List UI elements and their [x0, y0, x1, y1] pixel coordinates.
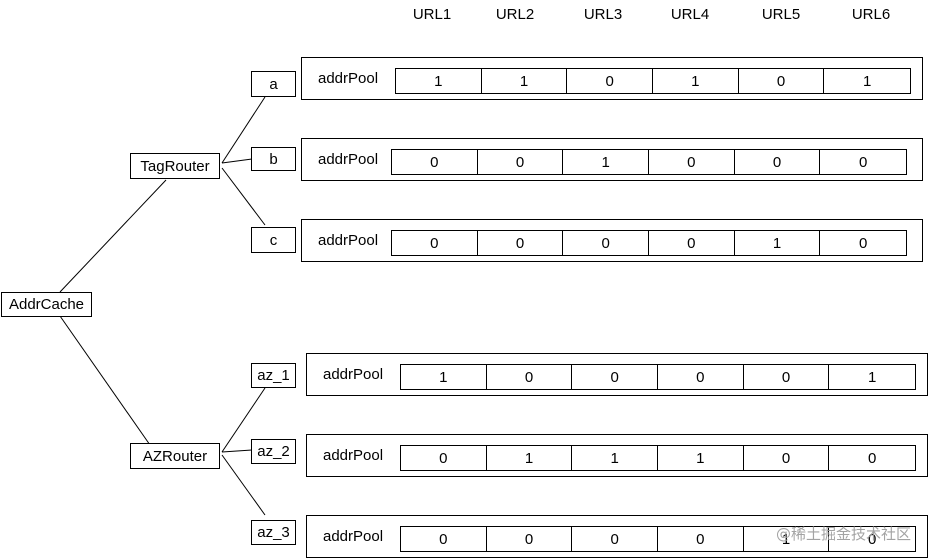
leaf-node-c: c	[251, 227, 296, 253]
pool-cell: 0	[744, 446, 830, 470]
pool-label: addrPool	[318, 151, 379, 168]
pool-cells: 0 0 0 0 1 0	[400, 526, 916, 552]
tagrouter-node: TagRouter	[130, 153, 220, 179]
pool-cell: 0	[572, 527, 659, 551]
leaf-node-az1: az_1	[251, 363, 296, 388]
leaf-node-az3: az_3	[251, 520, 296, 545]
pool-cell: 0	[739, 69, 825, 93]
connector-tag-a	[221, 96, 266, 164]
pool-cell: 0	[859, 153, 868, 171]
connector-az-1	[221, 387, 266, 453]
watermark: @稀土掘金技术社区	[775, 525, 911, 543]
pool-label: addrPool	[318, 70, 379, 87]
pool-cell: 1	[744, 527, 830, 551]
pool-cell: 1	[563, 150, 650, 174]
pool-cell: 0	[859, 234, 868, 252]
pool-cell: 0	[658, 527, 744, 551]
azrouter-node: AZRouter	[130, 443, 220, 469]
addrpool-row-a: addrPool 1 1 0 1 0 1	[301, 57, 923, 100]
pool-cell: 0	[392, 231, 478, 255]
pool-cell: 0	[658, 365, 744, 389]
connector-tag-b	[221, 158, 253, 164]
pool-cell: 1	[658, 446, 744, 470]
pool-cell: 0	[868, 530, 877, 548]
addrpool-row-az2: addrPool 0 1 1 1 0 0	[306, 434, 928, 477]
leaf-node-b: b	[251, 147, 296, 171]
pool-cells: 0 0 0 0 1 0	[391, 230, 907, 256]
pool-cell: 0	[478, 150, 564, 174]
connector-root-azrouter	[59, 315, 151, 446]
pool-label: addrPool	[323, 528, 384, 545]
root-node: AddrCache	[1, 292, 92, 317]
pool-cells: 1 1 0 1 0 1	[395, 68, 911, 94]
addrpool-row-c: addrPool 0 0 0 0 1 0	[301, 219, 923, 262]
pool-cell: 0	[567, 69, 654, 93]
pool-cell: 0	[868, 449, 877, 467]
pool-cell: 0	[649, 231, 735, 255]
pool-cell: 0	[487, 365, 573, 389]
header-url3: URL3	[583, 6, 623, 23]
pool-cell: 1	[863, 72, 872, 90]
pool-cell: 0	[649, 150, 735, 174]
pool-cell: 0	[401, 527, 487, 551]
pool-cell: 0	[735, 150, 821, 174]
pool-cells: 1 0 0 0 0 1	[400, 364, 916, 390]
leaf-node-a: a	[251, 71, 296, 97]
header-url5: URL5	[761, 6, 801, 23]
addrpool-row-az1: addrPool 1 0 0 0 0 1	[306, 353, 928, 396]
pool-cell: 0	[487, 527, 573, 551]
pool-cell: 1	[396, 69, 482, 93]
pool-cell: 1	[401, 365, 487, 389]
pool-cells: 0 1 1 1 0 0	[400, 445, 916, 471]
pool-label: addrPool	[318, 232, 379, 249]
connector-az-3	[221, 454, 266, 516]
pool-cell: 1	[653, 69, 739, 93]
addrpool-row-b: addrPool 0 0 1 0 0 0	[301, 138, 923, 181]
leaf-node-az2: az_2	[251, 439, 296, 464]
pool-cell: 0	[744, 365, 830, 389]
pool-cell: 1	[572, 446, 659, 470]
pool-cell: 0	[572, 365, 659, 389]
pool-cell: 1	[735, 231, 821, 255]
pool-label: addrPool	[323, 447, 384, 464]
pool-cell: 0	[563, 231, 650, 255]
pool-cell: 1	[487, 446, 573, 470]
header-url4: URL4	[670, 6, 710, 23]
pool-cell: 1	[868, 368, 877, 386]
pool-cells: 0 0 1 0 0 0	[391, 149, 907, 175]
addrpool-row-az3: addrPool 0 0 0 0 1 0	[306, 515, 928, 558]
connector-tag-c	[221, 167, 266, 226]
pool-cell: 0	[401, 446, 487, 470]
pool-cell: 1	[482, 69, 568, 93]
connector-root-tagrouter	[59, 179, 167, 293]
header-url1: URL1	[412, 6, 452, 23]
header-url2: URL2	[495, 6, 535, 23]
pool-cell: 0	[392, 150, 478, 174]
header-url6: URL6	[851, 6, 891, 23]
pool-label: addrPool	[323, 366, 384, 383]
connector-az-2	[221, 449, 253, 453]
pool-cell: 0	[478, 231, 564, 255]
